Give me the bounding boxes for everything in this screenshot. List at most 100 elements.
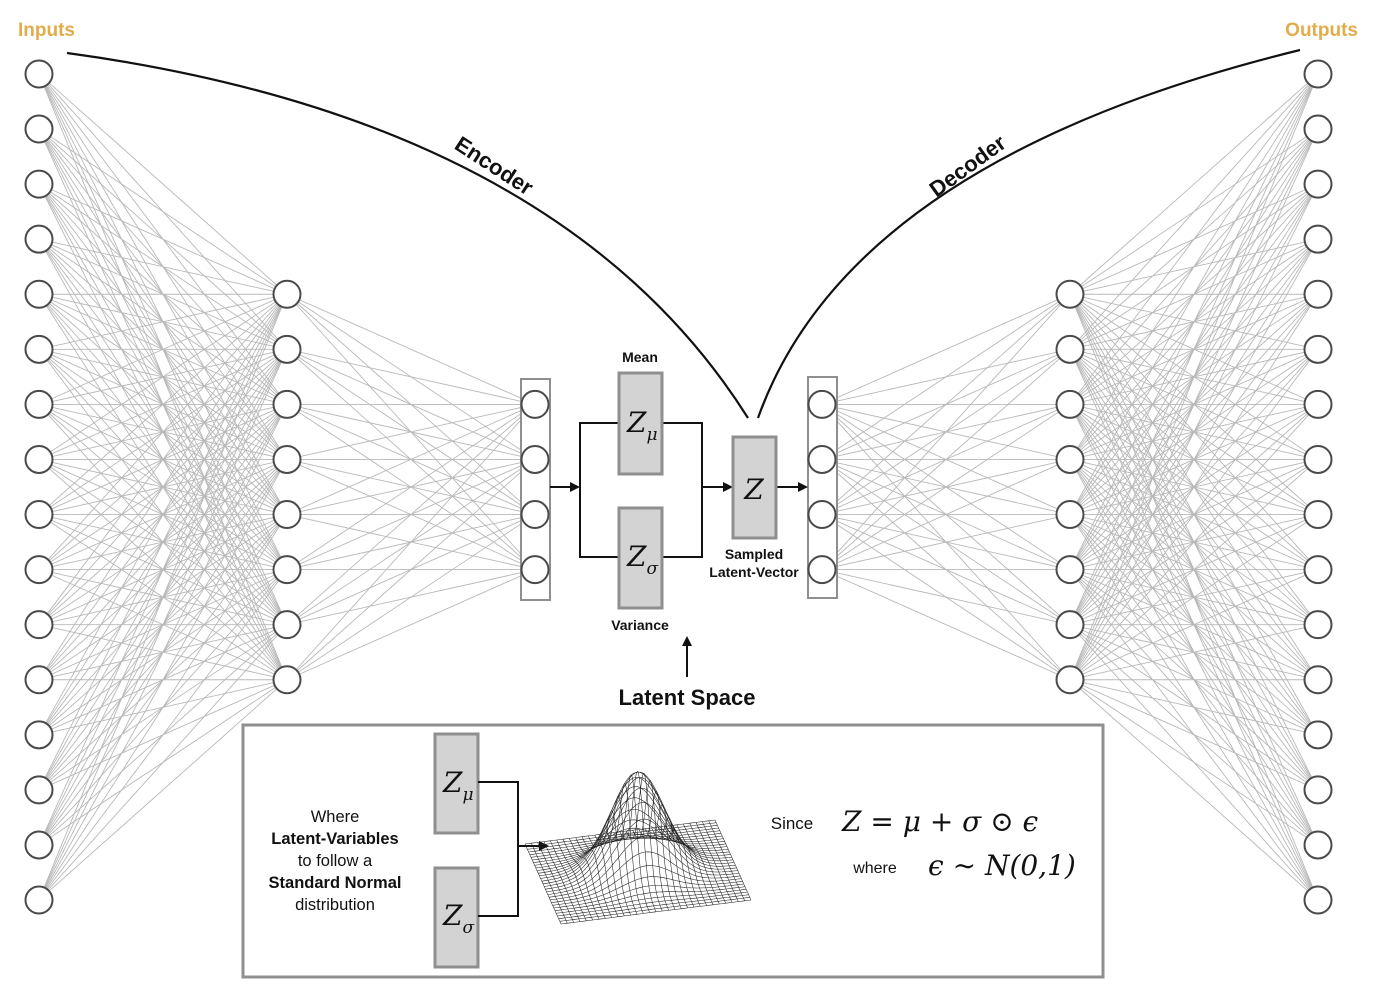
encoder-bottleneck-node <box>520 500 550 530</box>
hidden-encoder-node <box>272 279 302 309</box>
edge <box>38 293 288 515</box>
edge <box>38 293 288 460</box>
edge <box>286 569 536 681</box>
encoder-bottleneck-node <box>520 555 550 585</box>
edge <box>38 128 288 295</box>
surface-gridline <box>714 819 752 901</box>
z-box: Z <box>731 435 778 540</box>
surface-gridline <box>559 897 750 922</box>
edge <box>38 404 288 901</box>
edge <box>1069 294 1319 680</box>
z-sigma-box: Zσ <box>617 506 664 610</box>
edge <box>1069 679 1319 736</box>
inset-text-line: Where <box>311 808 360 826</box>
edge <box>1069 73 1319 515</box>
inset-z-mu-symbol: Zμ <box>442 766 474 805</box>
edge <box>286 403 536 515</box>
inset-text-line: to follow a <box>298 852 373 870</box>
inset-z-mu-box <box>433 732 480 835</box>
decoder-bottleneck-node <box>807 555 837 585</box>
decoder-bottleneck-node <box>807 500 837 530</box>
edge <box>1069 679 1319 901</box>
z-mu-symbol: Zμ <box>626 406 658 445</box>
output-node <box>1303 720 1333 750</box>
edge <box>1069 624 1319 681</box>
edge <box>38 679 288 901</box>
edge <box>38 294 288 791</box>
decoder-arc <box>756 48 1301 419</box>
edge <box>38 183 288 295</box>
input-node <box>24 720 54 750</box>
edge <box>1069 73 1319 625</box>
edge <box>286 404 536 681</box>
encoder-bottleneck-node <box>520 444 550 474</box>
edge <box>38 294 288 846</box>
edge <box>38 349 288 901</box>
edge <box>1069 679 1319 846</box>
edge <box>1069 349 1319 681</box>
equation: Z = μ + σ ⊙ ϵ <box>841 805 1039 838</box>
hidden-encoder-node <box>272 444 302 474</box>
surface-gridline <box>554 886 746 911</box>
arrow-head-icon <box>570 482 580 492</box>
edge <box>821 569 1071 681</box>
edge <box>286 348 536 405</box>
inset-z-sigma-box <box>433 866 480 969</box>
input-node <box>24 169 54 199</box>
input-node <box>24 389 54 419</box>
edge <box>38 294 288 901</box>
surface-gridline <box>702 821 739 902</box>
edge <box>38 238 288 295</box>
arrow-head-icon <box>798 482 808 492</box>
hidden-encoder-node <box>272 389 302 419</box>
edge <box>286 403 536 460</box>
arrow-head-icon <box>723 482 733 492</box>
decoder-bottleneck-node <box>807 444 837 474</box>
sampled-label-line1: Sampled <box>725 546 783 562</box>
z-mu-box: Zμ <box>617 371 664 476</box>
surface-gridline <box>695 822 733 903</box>
surface-gridline <box>689 823 726 904</box>
edge <box>1069 73 1319 680</box>
epsilon-distribution: ϵ ∼ N(0,1) <box>928 849 1076 882</box>
input-node <box>24 885 54 915</box>
output-node <box>1303 555 1333 585</box>
inputs-label: Inputs <box>18 20 75 41</box>
decoder-bottleneck-node <box>807 389 837 419</box>
edge <box>821 348 1071 570</box>
hidden-decoder-node <box>1055 389 1085 419</box>
output-node <box>1303 334 1333 364</box>
edge <box>1069 238 1319 680</box>
hidden-encoder-node <box>272 555 302 585</box>
hidden-decoder-node <box>1055 610 1085 640</box>
edge <box>1069 183 1319 680</box>
edge <box>821 569 1071 626</box>
output-node <box>1303 59 1333 89</box>
latent-connectors <box>550 422 808 558</box>
arrow-up-icon <box>682 636 692 646</box>
edge <box>38 293 288 625</box>
output-node <box>1303 885 1333 915</box>
output-node <box>1303 665 1333 695</box>
edge <box>38 459 288 901</box>
hidden-encoder-node <box>272 610 302 640</box>
surface-gridline <box>556 889 747 914</box>
hidden-encoder-node <box>272 665 302 695</box>
edge <box>38 624 288 901</box>
input-node <box>24 279 54 309</box>
inset-text-line: distribution <box>295 896 375 914</box>
edge <box>821 459 1071 571</box>
hidden-decoder-node <box>1055 555 1085 585</box>
input-node <box>24 224 54 254</box>
edge <box>38 73 288 295</box>
sampled-label-line2: Latent-Vector <box>709 564 799 580</box>
hidden-encoder-node <box>272 334 302 364</box>
edge <box>1069 514 1319 681</box>
network-nodes <box>24 59 1333 915</box>
edge <box>286 404 536 626</box>
hidden-decoder-node <box>1055 334 1085 364</box>
output-node <box>1303 389 1333 419</box>
edge <box>821 514 1071 571</box>
input-node <box>24 665 54 695</box>
